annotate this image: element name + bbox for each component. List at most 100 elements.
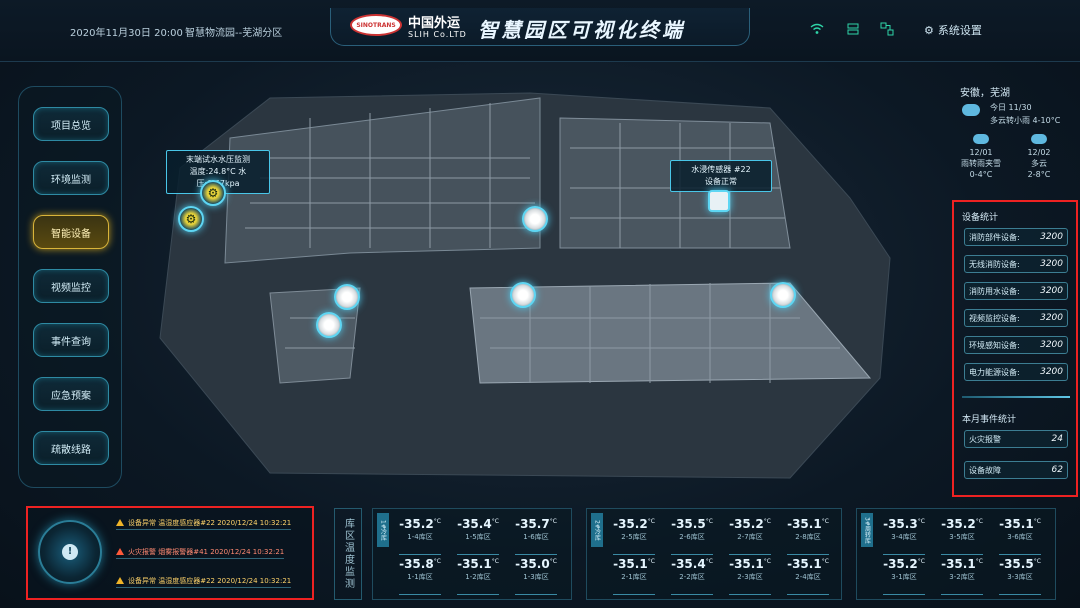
event-stats-heading: 本月事件统计: [962, 415, 1017, 425]
forecast-date: 12/02: [1027, 148, 1051, 157]
zone-name: 1-3库区: [523, 573, 549, 581]
settings-button[interactable]: ⚙系统设置: [924, 22, 982, 38]
cloud-icon: [1031, 134, 1047, 144]
temp-value: -35.2: [399, 517, 434, 531]
zone-name: 3-3库区: [1007, 573, 1033, 581]
nav-label: 应急预案: [51, 390, 91, 402]
smoke-detector-pin[interactable]: [334, 284, 360, 310]
nav-item-emergency[interactable]: 应急预案: [33, 377, 109, 411]
alert-item[interactable]: 设备异常 温湿度感应器#22 2020/12/24 10:32:21: [116, 516, 292, 530]
group-tag: 2#冷库: [591, 513, 603, 547]
temp-unit: °C: [1033, 518, 1041, 525]
alerts-panel: ! 设备异常 温湿度感应器#22 2020/12/24 10:32:21 火灾报…: [26, 506, 314, 600]
zone-name: 3-6库区: [1007, 533, 1033, 541]
nav-item-video[interactable]: 视频监控: [33, 269, 109, 303]
wifi-icon[interactable]: [810, 22, 824, 36]
stats-panel: 设备统计 消防部件设备:3200 无线消防设备:3200 消防用水设备:3200…: [952, 200, 1078, 497]
device-stats-heading: 设备统计: [962, 213, 999, 223]
temp-unit: °C: [705, 518, 713, 525]
weather-today-date: 今日 11/30: [990, 103, 1032, 112]
pressure-callout-title: 末端试水水压监测: [186, 155, 250, 164]
nav-item-environment[interactable]: 环境监测: [33, 161, 109, 195]
temp-unit: °C: [433, 558, 441, 565]
nav-item-smart-devices[interactable]: 智能设备: [33, 215, 109, 249]
temp-value: -35.7: [515, 517, 550, 531]
nav-item-evacuation[interactable]: 疏散线路: [33, 431, 109, 465]
smoke-detector-pin[interactable]: [510, 282, 536, 308]
temp-cell[interactable]: -35.5°C 2-6库区: [665, 517, 719, 557]
stat-label: 视频监控设备:: [969, 313, 1020, 323]
forecast-day: 12/01 雨转雨夹雪 0-4°C: [956, 134, 1006, 180]
stat-label: 环境感知设备:: [969, 340, 1020, 350]
park-3d-map[interactable]: 末端试水水压监测 温度:24.8°C 水压:0.67kpa 水浸传感器 #22 …: [150, 78, 940, 488]
stat-label: 无线消防设备:: [969, 259, 1020, 269]
weather-today-desc: 多云转小雨 4-10°C: [990, 116, 1061, 125]
stat-label: 消防用水设备:: [969, 286, 1020, 296]
pressure-sensor-pin[interactable]: ⚙: [200, 180, 226, 206]
zone-name: 3-4库区: [891, 533, 917, 541]
smoke-detector-pin[interactable]: [522, 206, 548, 232]
device-stat-row: 无线消防设备:3200: [964, 255, 1068, 273]
temp-value: -35.4: [457, 517, 492, 531]
alert-text: 设备异常 温湿度感应器#22 2020/12/24 10:32:21: [128, 577, 292, 585]
temp-value: -35.1: [787, 557, 822, 571]
temp-unit: °C: [917, 558, 925, 565]
zone-name: 2-2库区: [679, 573, 705, 581]
zone-name: 3-5库区: [949, 533, 975, 541]
zone-name: 1-5库区: [465, 533, 491, 541]
zone-name: 2-6库区: [679, 533, 705, 541]
alert-radar: !: [38, 520, 102, 584]
server-icon[interactable]: [846, 22, 860, 36]
forecast-date: 12/01: [969, 148, 993, 157]
temp-value: -35.2: [941, 517, 976, 531]
side-nav: 项目总览 环境监测 智能设备 视频监控 事件查询 应急预案 疏散线路: [18, 86, 122, 488]
temp-unit: °C: [821, 518, 829, 525]
smoke-detector-pin[interactable]: [770, 282, 796, 308]
temp-value: -35.0: [515, 557, 550, 571]
alert-item[interactable]: 火灾报警 烟雾报警器#41 2020/12/24 10:32:21: [116, 545, 285, 559]
zone-name: 2-3库区: [737, 573, 763, 581]
alert-item[interactable]: 设备异常 温湿度感应器#22 2020/12/24 10:32:21: [116, 574, 292, 588]
forecast-temp: 2-8°C: [1027, 170, 1051, 179]
logo-text: SINOTRANS: [356, 21, 396, 29]
temp-value: -35.8: [399, 557, 434, 571]
nav-item-overview[interactable]: 项目总览: [33, 107, 109, 141]
water-sensor-title: 水浸传感器 #22: [691, 165, 751, 174]
stat-label: 设备故障: [969, 465, 1001, 475]
datetime: 2020年11月30日 20:00: [70, 28, 183, 39]
temp-unit: °C: [647, 558, 655, 565]
smoke-detector-pin[interactable]: [316, 312, 342, 338]
network-icon[interactable]: [880, 22, 894, 36]
cloud-icon: [962, 104, 980, 116]
pressure-sensor-pin[interactable]: ⚙: [178, 206, 204, 232]
water-sensor-pin[interactable]: [708, 190, 730, 212]
temp-value: -35.5: [671, 517, 706, 531]
zone-name: 2-5库区: [621, 533, 647, 541]
nav-item-events[interactable]: 事件查询: [33, 323, 109, 357]
temp-unit: °C: [1033, 558, 1041, 565]
zone-name: 3-1库区: [891, 573, 917, 581]
forecast-temp: 0-4°C: [969, 170, 993, 179]
